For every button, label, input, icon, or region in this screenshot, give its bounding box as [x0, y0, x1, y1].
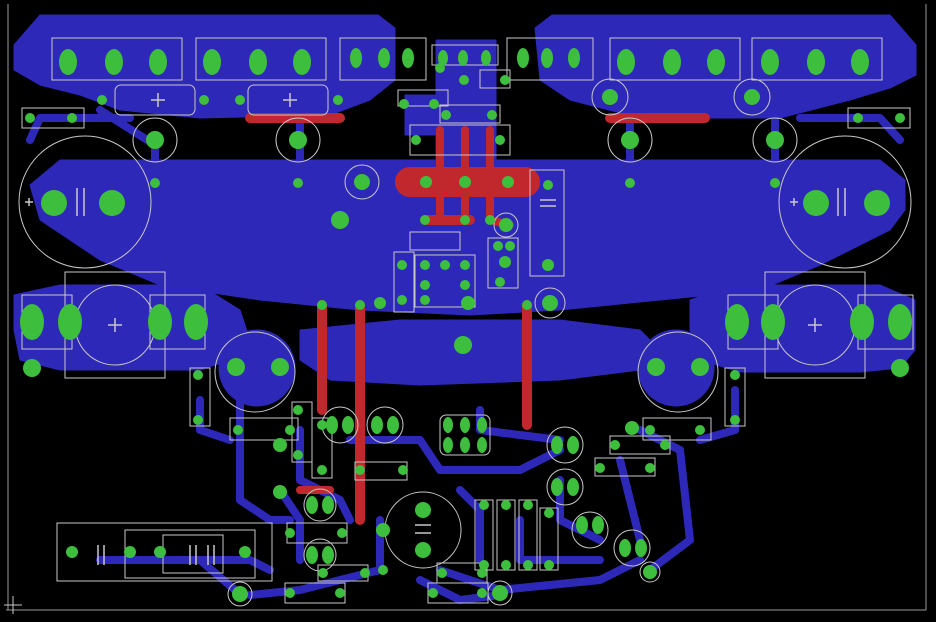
- silkscreen-layer: [18, 37, 914, 607]
- transistor-outline: [751, 37, 883, 81]
- pads-layer: [20, 48, 912, 602]
- silkscreen-symbols: [25, 93, 846, 565]
- capacitor-outline: [778, 135, 912, 269]
- transistor-outline: [339, 37, 427, 81]
- origin-marker: [4, 596, 22, 614]
- resistor-outline: [439, 104, 501, 124]
- resistor-outline: [409, 124, 511, 156]
- board-outline: [6, 4, 927, 611]
- resistor-outline: [247, 84, 329, 116]
- resistor-outline: [114, 84, 196, 116]
- transistor-outline: [609, 37, 741, 81]
- capacitor-outline: [847, 107, 911, 129]
- resistor-outline: [397, 89, 449, 107]
- resistor-outline: [529, 169, 565, 277]
- resistor-outline: [479, 69, 511, 89]
- capacitor-outline: [18, 135, 152, 269]
- transistor-outline: [195, 37, 327, 81]
- transistor-outline: [51, 37, 183, 81]
- transistor-outline: [506, 37, 594, 81]
- capacitor-outline: [21, 107, 85, 129]
